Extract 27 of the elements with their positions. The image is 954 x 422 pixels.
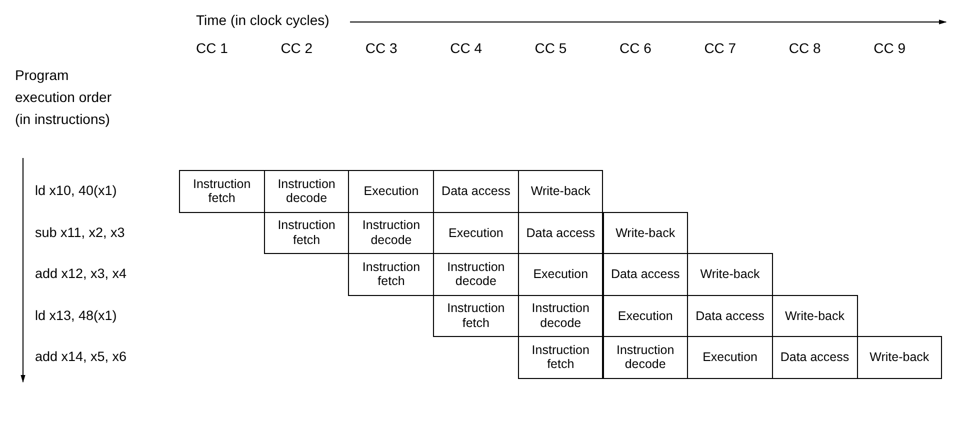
pipeline-stage-box: Instruction fetch bbox=[179, 170, 265, 212]
instruction-label: add x12, x3, x4 bbox=[35, 266, 127, 281]
clock-cycle-label: CC 6 bbox=[620, 40, 652, 56]
pipeline-stage-box: Instruction decode bbox=[602, 336, 688, 378]
pipeline-stage-box: Instruction fetch bbox=[518, 336, 604, 378]
pipeline-stage-box: Write-back bbox=[856, 336, 942, 378]
clock-cycle-label: CC 9 bbox=[874, 40, 906, 56]
pipeline-stage-box: Write-back bbox=[772, 294, 858, 337]
clock-cycle-label: CC 5 bbox=[534, 40, 567, 56]
pipeline-stage-box: Write-back bbox=[687, 253, 773, 296]
clock-cycle-label: CC 1 bbox=[196, 40, 228, 56]
pipeline-stage-box: Instruction fetch bbox=[433, 294, 519, 337]
pipeline-stage-box: Instruction fetch bbox=[264, 212, 350, 254]
clock-cycle-label: CC 3 bbox=[365, 40, 398, 56]
pipeline-stage-box: Write-back bbox=[602, 212, 688, 254]
clock-cycle-label: CC 8 bbox=[788, 40, 821, 56]
axis-title: Time (in clock cycles) bbox=[196, 12, 330, 28]
pipeline-stage-box: Instruction fetch bbox=[348, 253, 434, 296]
pipeline-stage-box: Write-back bbox=[518, 170, 604, 212]
instruction-label: sub x11, x2, x3 bbox=[35, 224, 125, 240]
instruction-label: ld x10, 40(x1) bbox=[35, 183, 117, 198]
clock-cycle-label: CC 7 bbox=[704, 40, 736, 56]
clock-cycle-label: CC 2 bbox=[280, 40, 313, 56]
instruction-label: ld x13, 48(x1) bbox=[35, 308, 117, 322]
clock-cycle-label: CC 4 bbox=[450, 40, 482, 56]
axis-title: Program execution order (in instructions) bbox=[15, 66, 113, 129]
instruction-label: add x14, x5, x6 bbox=[35, 349, 127, 364]
